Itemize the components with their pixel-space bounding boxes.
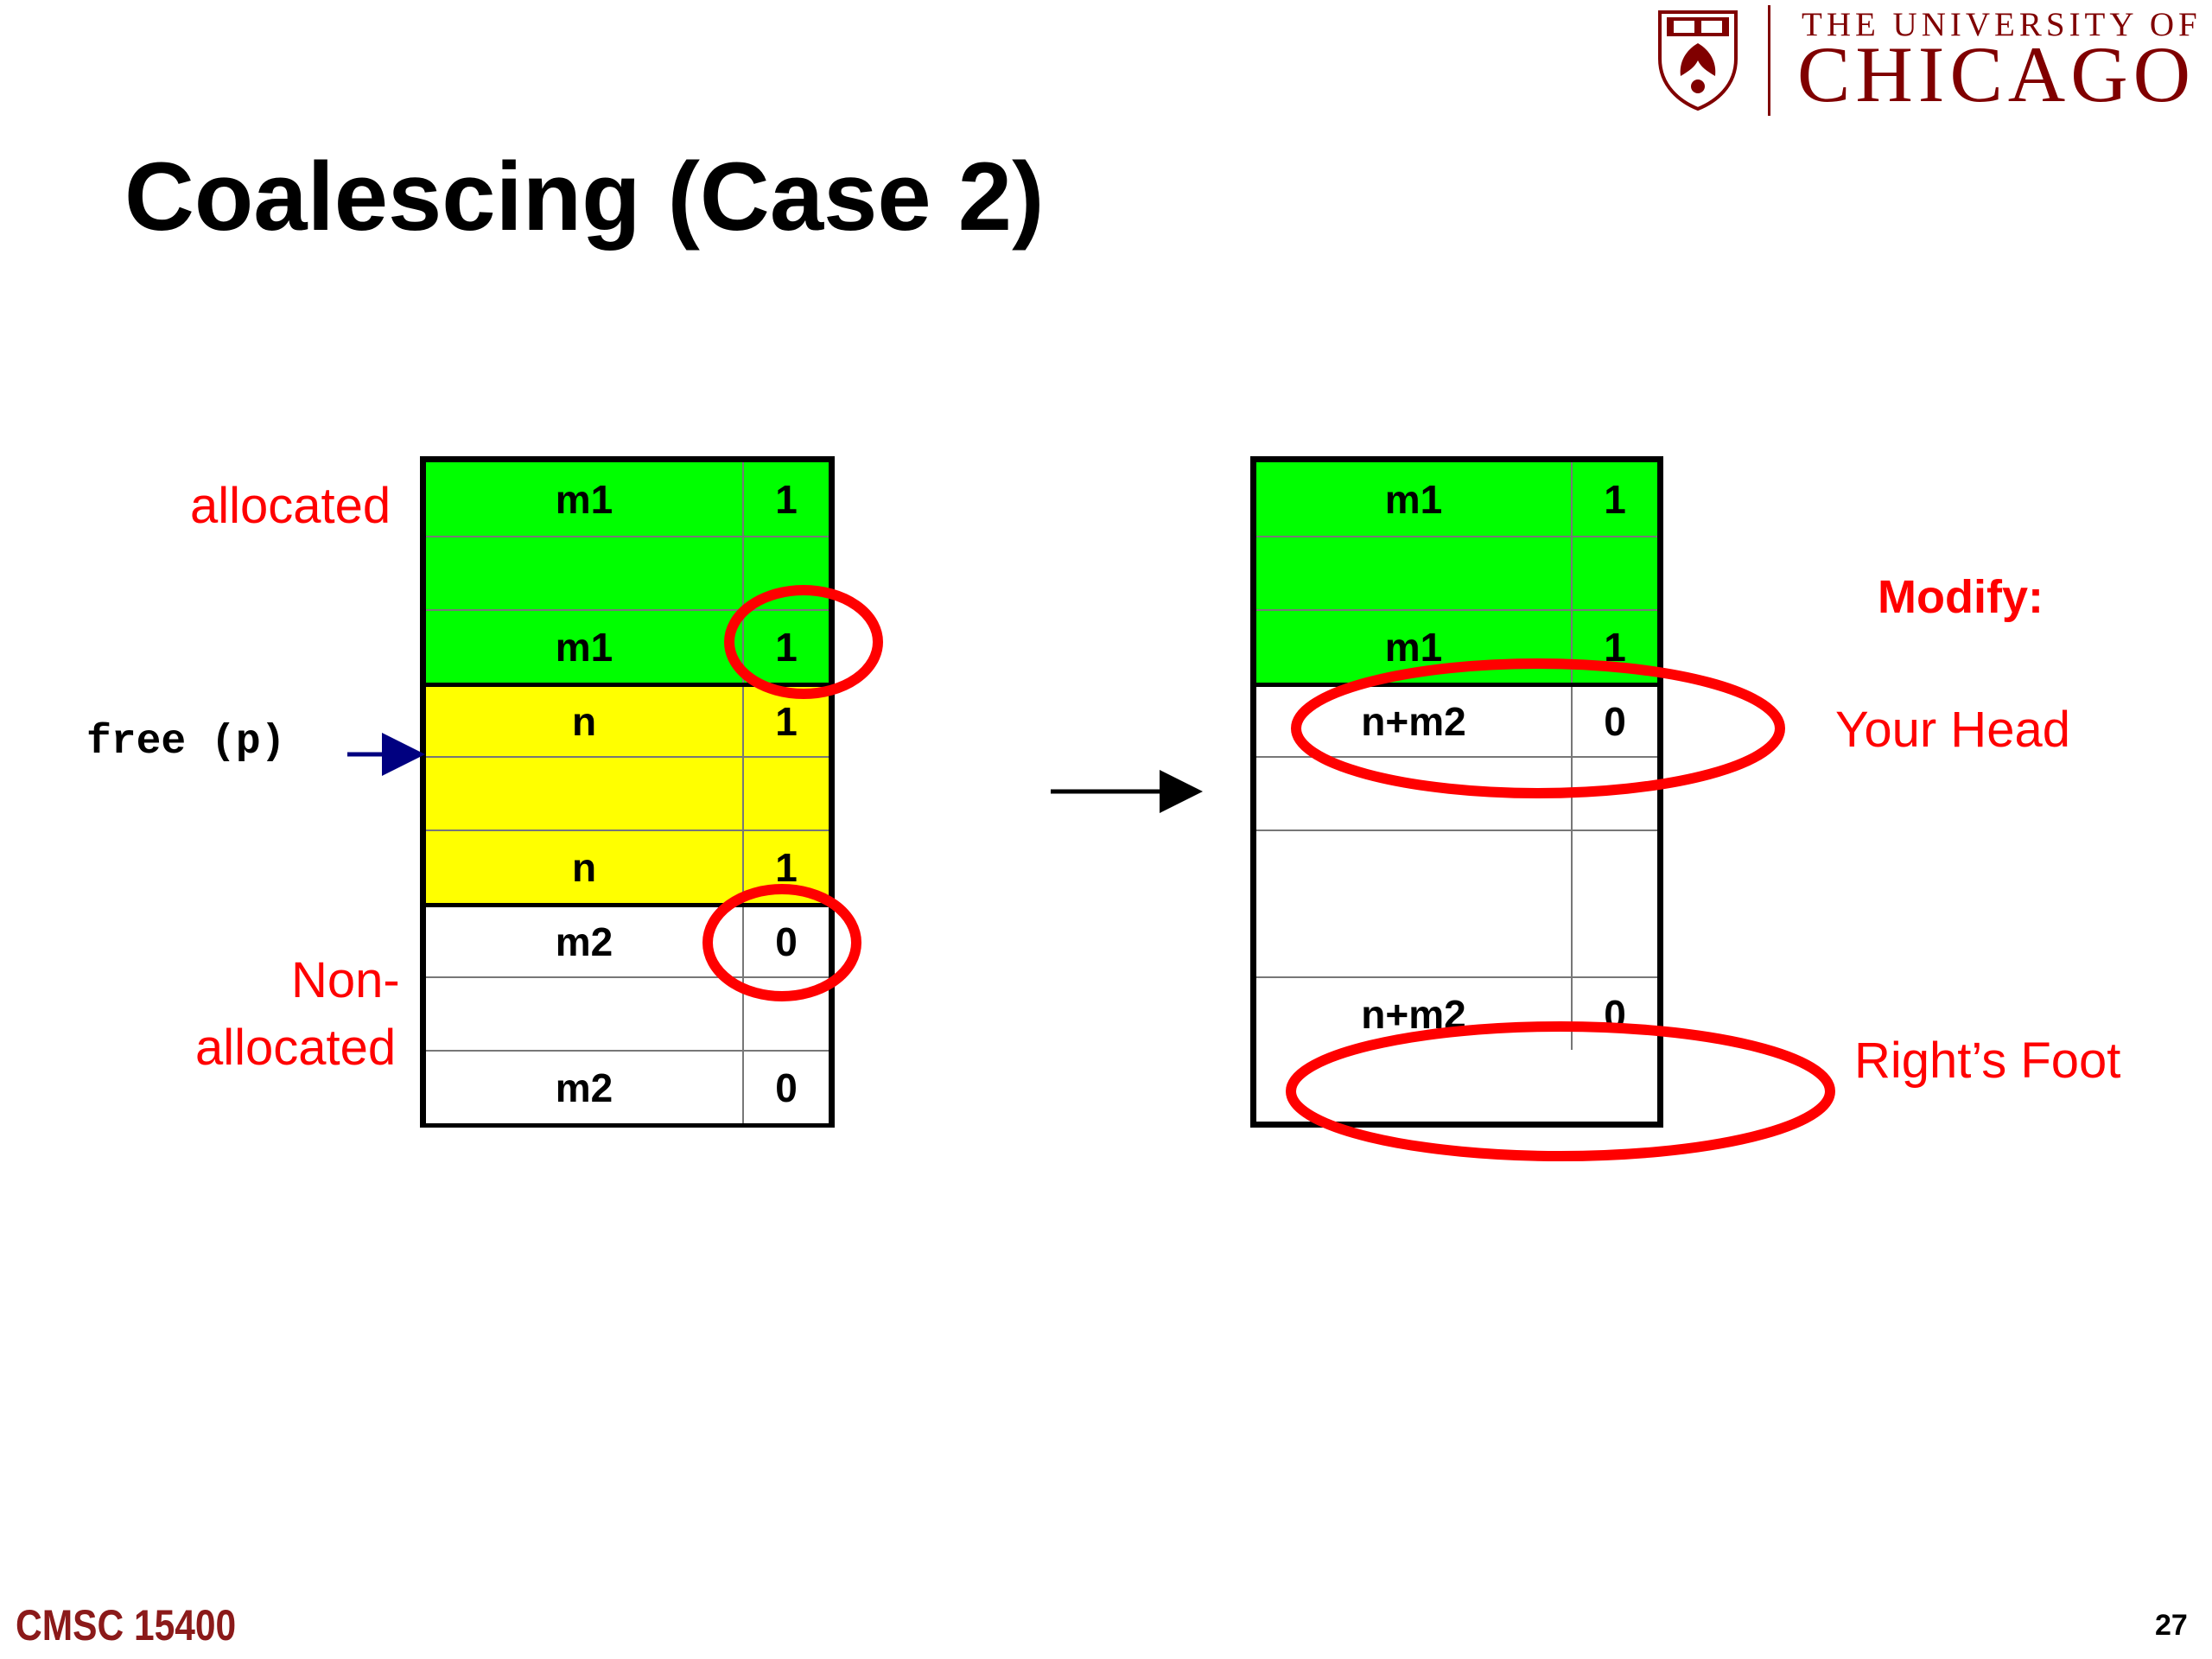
block-size-cell bbox=[1256, 831, 1571, 976]
alloc-flag-cell bbox=[1571, 537, 1657, 609]
university-crest-icon bbox=[1658, 10, 1738, 111]
block-size-cell: n+m2 bbox=[1361, 699, 1466, 744]
block-size-cell: n bbox=[571, 844, 597, 890]
logo-text-chicago: CHICAGO bbox=[1797, 30, 2196, 118]
block-size-cell: m1 bbox=[555, 624, 613, 670]
block-size-cell bbox=[426, 978, 742, 1050]
table-row: m1 1 bbox=[1256, 609, 1657, 683]
alloc-flag-cell: 1 bbox=[742, 611, 829, 683]
alloc-flag-cell bbox=[1571, 831, 1657, 976]
table-row: m1 1 bbox=[426, 462, 829, 536]
table-row: n+m2 0 bbox=[1256, 683, 1657, 756]
table-row: n+m2 0 bbox=[1256, 976, 1657, 1050]
table-row: m2 0 bbox=[426, 1050, 829, 1123]
label-modify: Modify: bbox=[1878, 571, 2044, 623]
table-row bbox=[426, 976, 829, 1050]
alloc-flag-cell bbox=[742, 978, 829, 1050]
footer-course: CMSC 15400 bbox=[16, 1601, 237, 1649]
label-non-allocated-line2: allocated bbox=[195, 1020, 397, 1076]
alloc-flag-cell: 0 bbox=[1571, 687, 1657, 756]
table-row: m2 0 bbox=[426, 903, 829, 976]
block-size-cell: m1 bbox=[1384, 476, 1443, 522]
alloc-flag-cell: 1 bbox=[1571, 462, 1657, 536]
table-row bbox=[426, 756, 829, 830]
alloc-flag-cell bbox=[742, 537, 829, 609]
alloc-flag-cell: 1 bbox=[742, 462, 829, 536]
table-row bbox=[1256, 830, 1657, 976]
block-size-cell: n+m2 bbox=[1361, 991, 1466, 1037]
block-size-cell: n bbox=[571, 699, 597, 744]
block-size-cell: m2 bbox=[555, 919, 613, 964]
table-row: m1 1 bbox=[426, 609, 829, 683]
alloc-flag-cell: 1 bbox=[742, 687, 829, 756]
alloc-flag-cell: 1 bbox=[1571, 611, 1657, 683]
table-row bbox=[1256, 536, 1657, 609]
label-non-allocated-line1: Non- bbox=[291, 952, 400, 1008]
table-row: m1 1 bbox=[1256, 462, 1657, 536]
block-size-cell: m1 bbox=[1384, 624, 1443, 670]
block-size-cell bbox=[426, 758, 742, 830]
block-size-cell bbox=[1256, 758, 1571, 830]
alloc-flag-cell: 0 bbox=[742, 1052, 829, 1123]
table-row bbox=[426, 536, 829, 609]
alloc-flag-cell bbox=[742, 758, 829, 830]
alloc-flag-cell: 0 bbox=[742, 907, 829, 976]
label-rights-foot: Right’s Foot bbox=[1854, 1033, 2121, 1089]
alloc-flag-cell bbox=[1571, 758, 1657, 830]
alloc-flag-cell: 1 bbox=[742, 831, 829, 903]
label-allocated: allocated bbox=[190, 478, 391, 534]
block-size-cell: m1 bbox=[555, 476, 613, 522]
alloc-flag-cell: 0 bbox=[1571, 978, 1657, 1050]
page-number: 27 bbox=[2155, 1609, 2188, 1642]
block-size-cell: m2 bbox=[555, 1065, 613, 1110]
block-size-cell bbox=[426, 537, 742, 609]
label-your-head: Your Head bbox=[1835, 702, 2070, 758]
label-free-call: free (p) bbox=[86, 719, 286, 766]
block-size-cell bbox=[1256, 537, 1571, 609]
logo-text-university: THE UNIVERSITY OF bbox=[1802, 6, 2202, 43]
slide-title: Coalescing (Case 2) bbox=[124, 143, 1045, 251]
after-heap-table: m1 1 m1 1 n+m2 0 n+m2 0 bbox=[1250, 456, 1663, 1128]
table-row bbox=[1256, 756, 1657, 830]
logo-divider bbox=[1768, 5, 1770, 116]
